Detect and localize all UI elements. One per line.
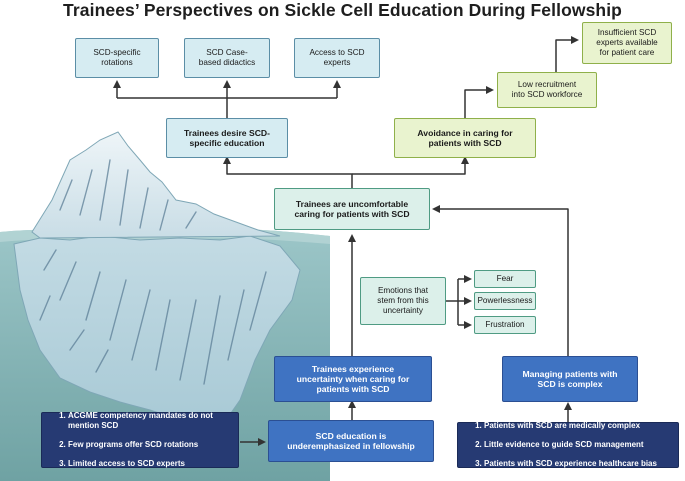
avoidance-box: Avoidance in caring for patients with SC… xyxy=(394,118,536,158)
emotions-box: Emotions that stem from this uncertainty xyxy=(360,277,446,325)
frustration-box: Frustration xyxy=(474,316,536,334)
powerlessness-box: Powerlessness xyxy=(474,292,536,310)
fear-box: Fear xyxy=(474,270,536,288)
left-factor-item: ACGME competency mandates do not mention… xyxy=(68,411,238,430)
experts-box: Access to SCD experts xyxy=(294,38,380,78)
low-recruitment-box: Low recruitment into SCD workforce xyxy=(497,72,597,108)
insufficient-experts-box: Insufficient SCD experts available for p… xyxy=(582,22,672,64)
uncertainty-box: Trainees experience uncertainty when car… xyxy=(274,356,432,402)
diagram-title: Trainees’ Perspectives on Sickle Cell Ed… xyxy=(63,0,622,20)
right-factors-box: Patients with SCD are medically complex … xyxy=(457,421,679,469)
left-factor-item: Limited access to SCD experts xyxy=(68,459,238,469)
rotations-box: SCD-specific rotations xyxy=(75,38,159,78)
left-factors-box: ACGME competency mandates do not mention… xyxy=(41,411,239,469)
left-factor-item: Few programs offer SCD rotations xyxy=(68,440,238,450)
right-factor-item: Patients with SCD are medically complex xyxy=(484,421,657,431)
underemphasized-box: SCD education is underemphasized in fell… xyxy=(268,420,434,462)
desire-education-box: Trainees desire SCD- specific education xyxy=(166,118,288,158)
complex-box: Managing patients with SCD is complex xyxy=(502,356,638,402)
right-factor-item: Little evidence to guide SCD management xyxy=(484,440,657,450)
didactics-box: SCD Case- based didactics xyxy=(184,38,270,78)
right-factor-item: Patients with SCD experience healthcare … xyxy=(484,459,657,469)
uncomfortable-box: Trainees are uncomfortable caring for pa… xyxy=(274,188,430,230)
